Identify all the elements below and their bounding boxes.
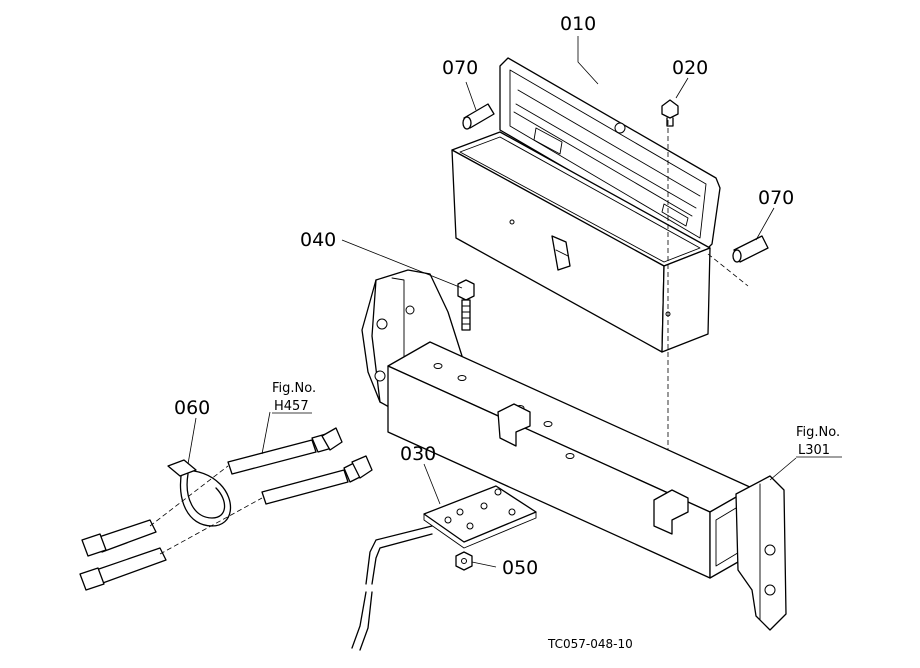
leader-lines <box>187 36 797 568</box>
callout-060: 060 <box>174 397 210 419</box>
callout-030: 030 <box>400 443 436 465</box>
drawing-code: TC057-048-10 <box>547 637 633 651</box>
mounting-frame <box>361 269 787 631</box>
tool-box <box>451 57 749 496</box>
figref-h457-label: Fig.No. <box>272 381 316 396</box>
callout-010: 010 <box>560 13 596 35</box>
support-plate-030 <box>351 485 537 651</box>
callout-070-right: 070 <box>758 187 794 209</box>
callout-020: 020 <box>672 57 708 79</box>
callout-070-left: 070 <box>442 57 478 79</box>
figref-l301-number: L301 <box>798 443 830 458</box>
callout-040: 040 <box>300 229 336 251</box>
figref-l301-label: Fig.No. <box>796 425 840 440</box>
bolt-020 <box>661 99 679 127</box>
rubber-bumper-right <box>732 235 769 263</box>
bolt-040 <box>457 279 475 331</box>
figref-h457-number: H457 <box>274 399 309 414</box>
hydraulic-hoses <box>79 427 373 591</box>
callout-050: 050 <box>502 557 538 579</box>
nut-050 <box>455 551 473 571</box>
rubber-bumper-left <box>462 103 495 130</box>
